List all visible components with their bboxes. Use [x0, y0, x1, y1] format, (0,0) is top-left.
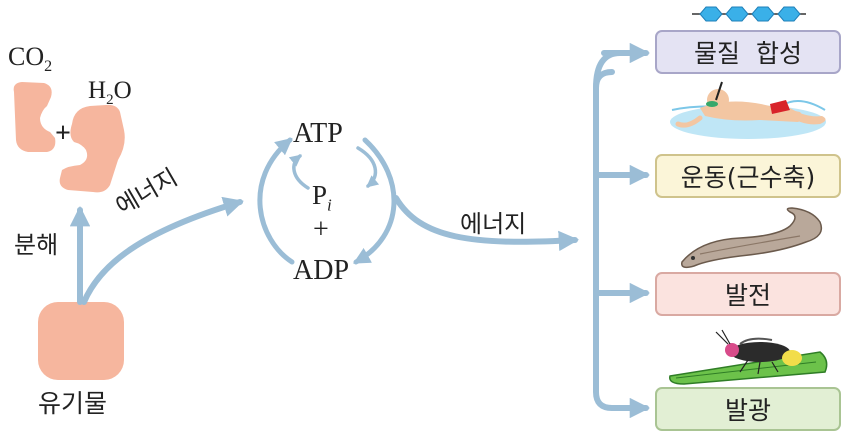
bracket-top-curve — [593, 50, 621, 89]
energy-arrow-left — [81, 196, 244, 305]
firefly-icon — [669, 329, 828, 385]
light-box: 발광 — [655, 387, 841, 431]
electricity-label: 발전 — [724, 281, 771, 310]
cycle-plus: + — [313, 214, 329, 245]
bracket-spine — [593, 69, 615, 411]
pi-label: Pi — [312, 180, 332, 215]
electric-eel-icon — [681, 207, 823, 269]
atp-hydrolysis-arrow — [353, 137, 397, 265]
molecule-chain-icon — [692, 6, 806, 22]
atp-synthesis-arrow — [257, 137, 295, 265]
reactant-plus: + — [55, 118, 71, 149]
pi-join-arrow — [288, 154, 310, 190]
co2-blob — [13, 82, 56, 152]
adp-label: ADP — [293, 255, 350, 286]
organic-blob — [38, 302, 124, 380]
synthesis-box: 물질 합성 — [655, 30, 841, 74]
energy-arrow-right — [393, 195, 580, 252]
h2o-blob — [59, 104, 125, 193]
swimmer-icon — [670, 81, 826, 139]
co2-label: CO2 — [8, 42, 53, 76]
energy-label-right: 에너지 — [460, 210, 527, 238]
movement-box: 운동(근수축) — [655, 154, 841, 198]
light-label: 발광 — [724, 396, 771, 425]
electricity-box: 발전 — [655, 272, 841, 316]
pi-release-arrow — [356, 146, 380, 188]
movement-label: 운동(근수축) — [680, 163, 816, 192]
decompose-label: 분해 — [14, 231, 59, 259]
atp-label: ATP — [293, 118, 343, 149]
h2o-label: H2O — [88, 77, 132, 108]
organic-label: 유기물 — [38, 389, 108, 418]
synthesis-label: 물질 합성 — [694, 39, 802, 68]
